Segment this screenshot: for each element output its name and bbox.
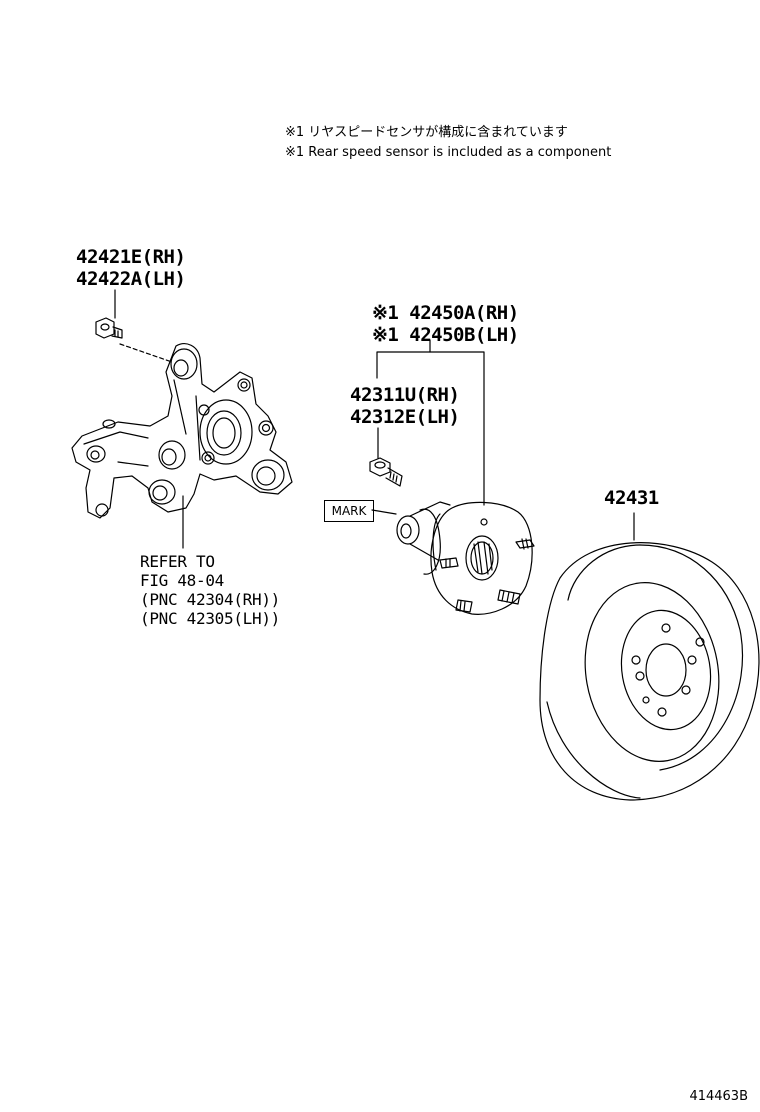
hub-bolt-part-number-rh: 42311U(RH) xyxy=(350,384,460,406)
hub-assembly-part-number-group: ※1 42450A(RH) ※1 42450B(LH) xyxy=(372,302,519,346)
note-english: ※1 Rear speed sensor is included as a co… xyxy=(285,145,612,160)
bolt-part-number-rh: 42421E(RH) xyxy=(76,246,186,268)
leader-lines xyxy=(114,289,635,549)
bolt-part-number-lh: 42422A(LH) xyxy=(76,268,186,290)
hub-bolt-part-number-group: 42311U(RH) 42312E(LH) xyxy=(350,384,460,428)
rear-axle-carrier xyxy=(71,343,293,519)
bolt-part-number-group: 42421E(RH) 42422A(LH) xyxy=(76,246,186,290)
hub-bolt xyxy=(369,457,403,487)
knuckle-bolt xyxy=(95,317,123,339)
reference-line-3: (PNC 42304(RH)) xyxy=(140,590,280,609)
reference-line-1: REFER TO xyxy=(140,552,215,571)
mark-label: MARK xyxy=(324,500,374,522)
hub-assembly-part-number-lh: ※1 42450B(LH) xyxy=(372,324,519,346)
reference-line-4: (PNC 42305(LH)) xyxy=(140,609,280,628)
hub-assembly-part-number-rh: ※1 42450A(RH) xyxy=(372,302,519,324)
reference-note: REFER TO FIG 48-04 (PNC 42304(RH)) (PNC … xyxy=(140,552,280,628)
disc-part-number: 42431 xyxy=(604,487,659,509)
hub-bolt-part-number-lh: 42312E(LH) xyxy=(350,406,460,428)
brake-disc xyxy=(539,542,760,801)
reference-line-2: FIG 48-04 xyxy=(140,571,224,590)
hub-bearing-assembly xyxy=(396,501,535,615)
diagram-code: 414463B xyxy=(689,1089,748,1104)
note-japanese: ※1 リヤスピードセンサが構成に含まれています xyxy=(285,125,568,140)
